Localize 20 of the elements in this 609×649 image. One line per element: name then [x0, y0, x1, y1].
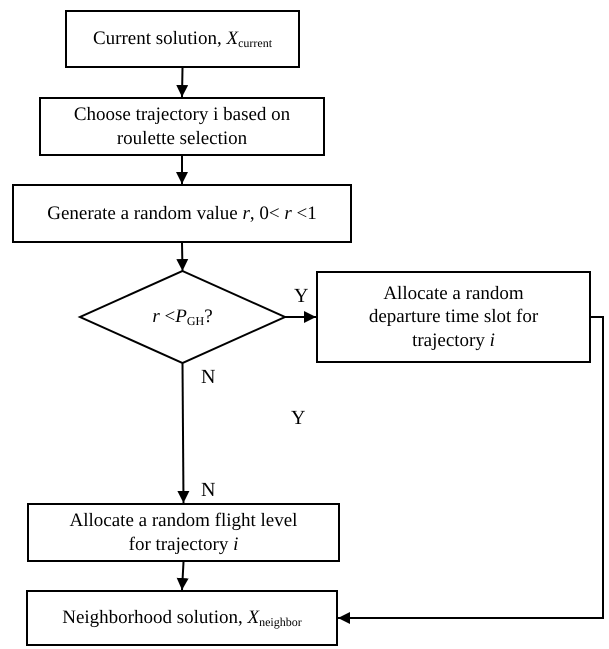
process-box	[39, 97, 325, 156]
process-box	[65, 10, 300, 68]
box-text: Neighborhood solution, X$_{neighbor}$	[62, 606, 302, 630]
box-text: Current solution, X$_{current}$	[92, 27, 272, 51]
arrow	[176, 156, 188, 184]
arrow	[176, 68, 188, 98]
arrow	[176, 562, 189, 590]
arrow	[338, 316, 604, 624]
process-box	[27, 503, 340, 562]
process-box	[26, 590, 338, 646]
box-text: Generate a random value r, 0< r <1	[47, 202, 317, 226]
process-box	[316, 271, 591, 363]
box-text: Allocate a random departure time slot for trajectory i	[368, 282, 540, 352]
arrow	[177, 363, 190, 503]
box-text: Choose trajectory i based on roulette selection	[72, 103, 292, 150]
process-box	[12, 184, 352, 243]
box-text: Allocate a random flight level for trajectory i	[68, 509, 298, 556]
arrow	[176, 242, 188, 272]
decision-text: r <P$_{GH}$?	[152, 305, 213, 329]
arrow	[285, 311, 316, 323]
